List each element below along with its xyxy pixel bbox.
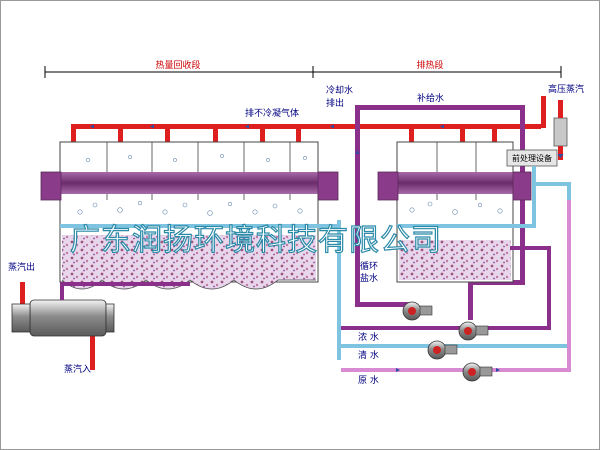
brine-pool-exhaust [399,240,511,280]
label-makeup-water: 补给水 [417,92,444,104]
label-raw-water: 原 水 [358,374,379,386]
concentrate-pipe [341,246,551,330]
label-high-pressure-steam: 高压蒸汽 [548,83,584,95]
steam-heat-exchanger [11,282,190,370]
high-pressure-steam-line [541,96,568,160]
label-steam-in: 蒸汽入 [64,363,91,375]
evaporator-exhaust [377,141,532,283]
pump-icon [462,362,493,382]
label-concentrated-water: 浓 水 [358,331,379,343]
label-cooling-water-out-2: 排出 [326,97,344,109]
label-noncondensable-gas: 排不冷凝气体 [245,107,299,119]
evaporator-main [40,141,339,290]
section-heat-exhaust: 排热段 [416,59,443,71]
label-pretreatment: 前处理设备 [512,153,552,163]
pump-icon [402,301,433,321]
label-cooling-water-out-1: 冷却水 [326,84,353,96]
label-steam-out: 蒸汽出 [8,261,35,273]
raw-water-pipe [341,200,571,372]
ejector-icon [553,117,568,147]
company-watermark: 广东润扬环境科技有限公司 [70,223,442,258]
label-circulating-brine-2: 盐水 [360,272,378,284]
label-clear-water: 清 水 [358,349,379,361]
pump-icon [427,340,458,360]
brine-pool-main [62,235,316,280]
section-dimension-lines [44,66,562,78]
tube-bundle-band [60,172,318,194]
label-circulating-brine-1: 循环 [360,260,378,272]
pump-icon [458,321,489,341]
noncondensable-gas-pipe [71,124,541,142]
section-heat-recovery: 热量回收段 [155,59,200,71]
